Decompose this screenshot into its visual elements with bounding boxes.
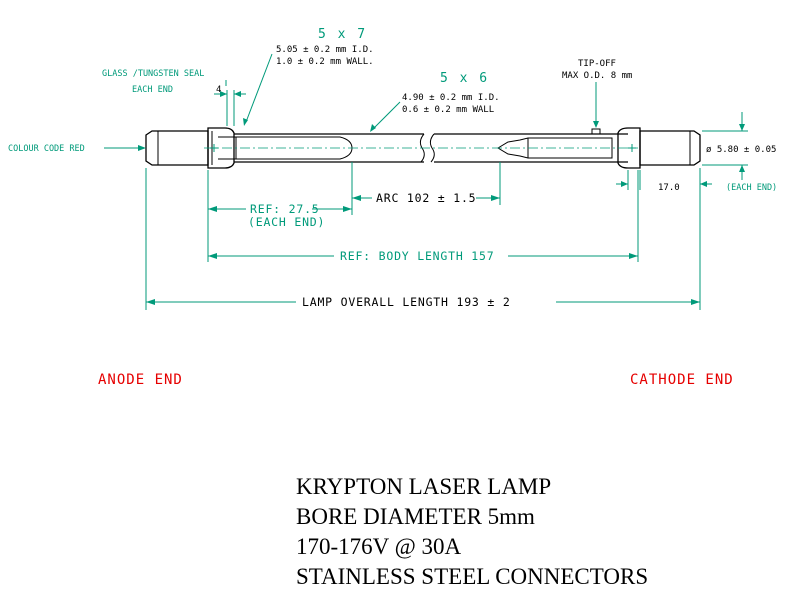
tube-spec-b-id: 4.90 ± 0.2 mm I.D. [402, 93, 500, 103]
tipoff-od-label: MAX O.D. 8 mm [562, 71, 632, 81]
tipoff-label: TIP-OFF [578, 59, 616, 69]
anode-end-label: ANODE END [98, 372, 183, 388]
arc-length-label: ARC 102 ± 1.5 [376, 191, 476, 205]
seal-label: GLASS /TUNGSTEN SEAL [102, 69, 204, 79]
overall-length-label: LAMP OVERALL LENGTH 193 ± 2 [302, 295, 511, 309]
connector-dia-label: ø 5.80 ± 0.05 [706, 145, 776, 155]
tube-spec-b-label: 5 x 6 [440, 71, 489, 86]
lamp-body [145, 127, 701, 169]
colour-code-label: COLOUR CODE RED [8, 144, 85, 154]
caption-line-3: 170-176V @ 30A [296, 534, 462, 559]
dimension-lines [104, 53, 745, 305]
lamp-caption: KRYPTON LASER LAMP BORE DIAMETER 5mm 170… [296, 472, 648, 592]
caption-line-4: STAINLESS STEEL CONNECTORS [296, 564, 649, 589]
seal-dim-label: 4 [216, 85, 221, 95]
body-length-label: REF: BODY LENGTH 157 [340, 249, 494, 263]
ref-each-label: (EACH END) [248, 215, 325, 229]
caption-line-2: BORE DIAMETER 5mm [296, 504, 535, 529]
connector-each-label: (EACH END) [726, 183, 777, 193]
connector-length-label: 17.0 [658, 183, 680, 193]
tube-spec-a-wall: 1.0 ± 0.2 mm WALL. [276, 57, 374, 67]
ref-length-label: REF: 27.5 [250, 202, 320, 216]
caption-line-1: KRYPTON LASER LAMP [296, 474, 552, 499]
tube-spec-a-label: 5 x 7 [318, 27, 367, 42]
tube-spec-b-wall: 0.6 ± 0.2 mm WALL [402, 105, 494, 115]
drawing-labels: 5 x 7 5.05 ± 0.2 mm I.D. 1.0 ± 0.2 mm WA… [8, 27, 777, 388]
cathode-end-label: CATHODE END [630, 372, 734, 388]
tube-spec-a-id: 5.05 ± 0.2 mm I.D. [276, 45, 374, 55]
seal-each-label: EACH END [132, 85, 173, 95]
